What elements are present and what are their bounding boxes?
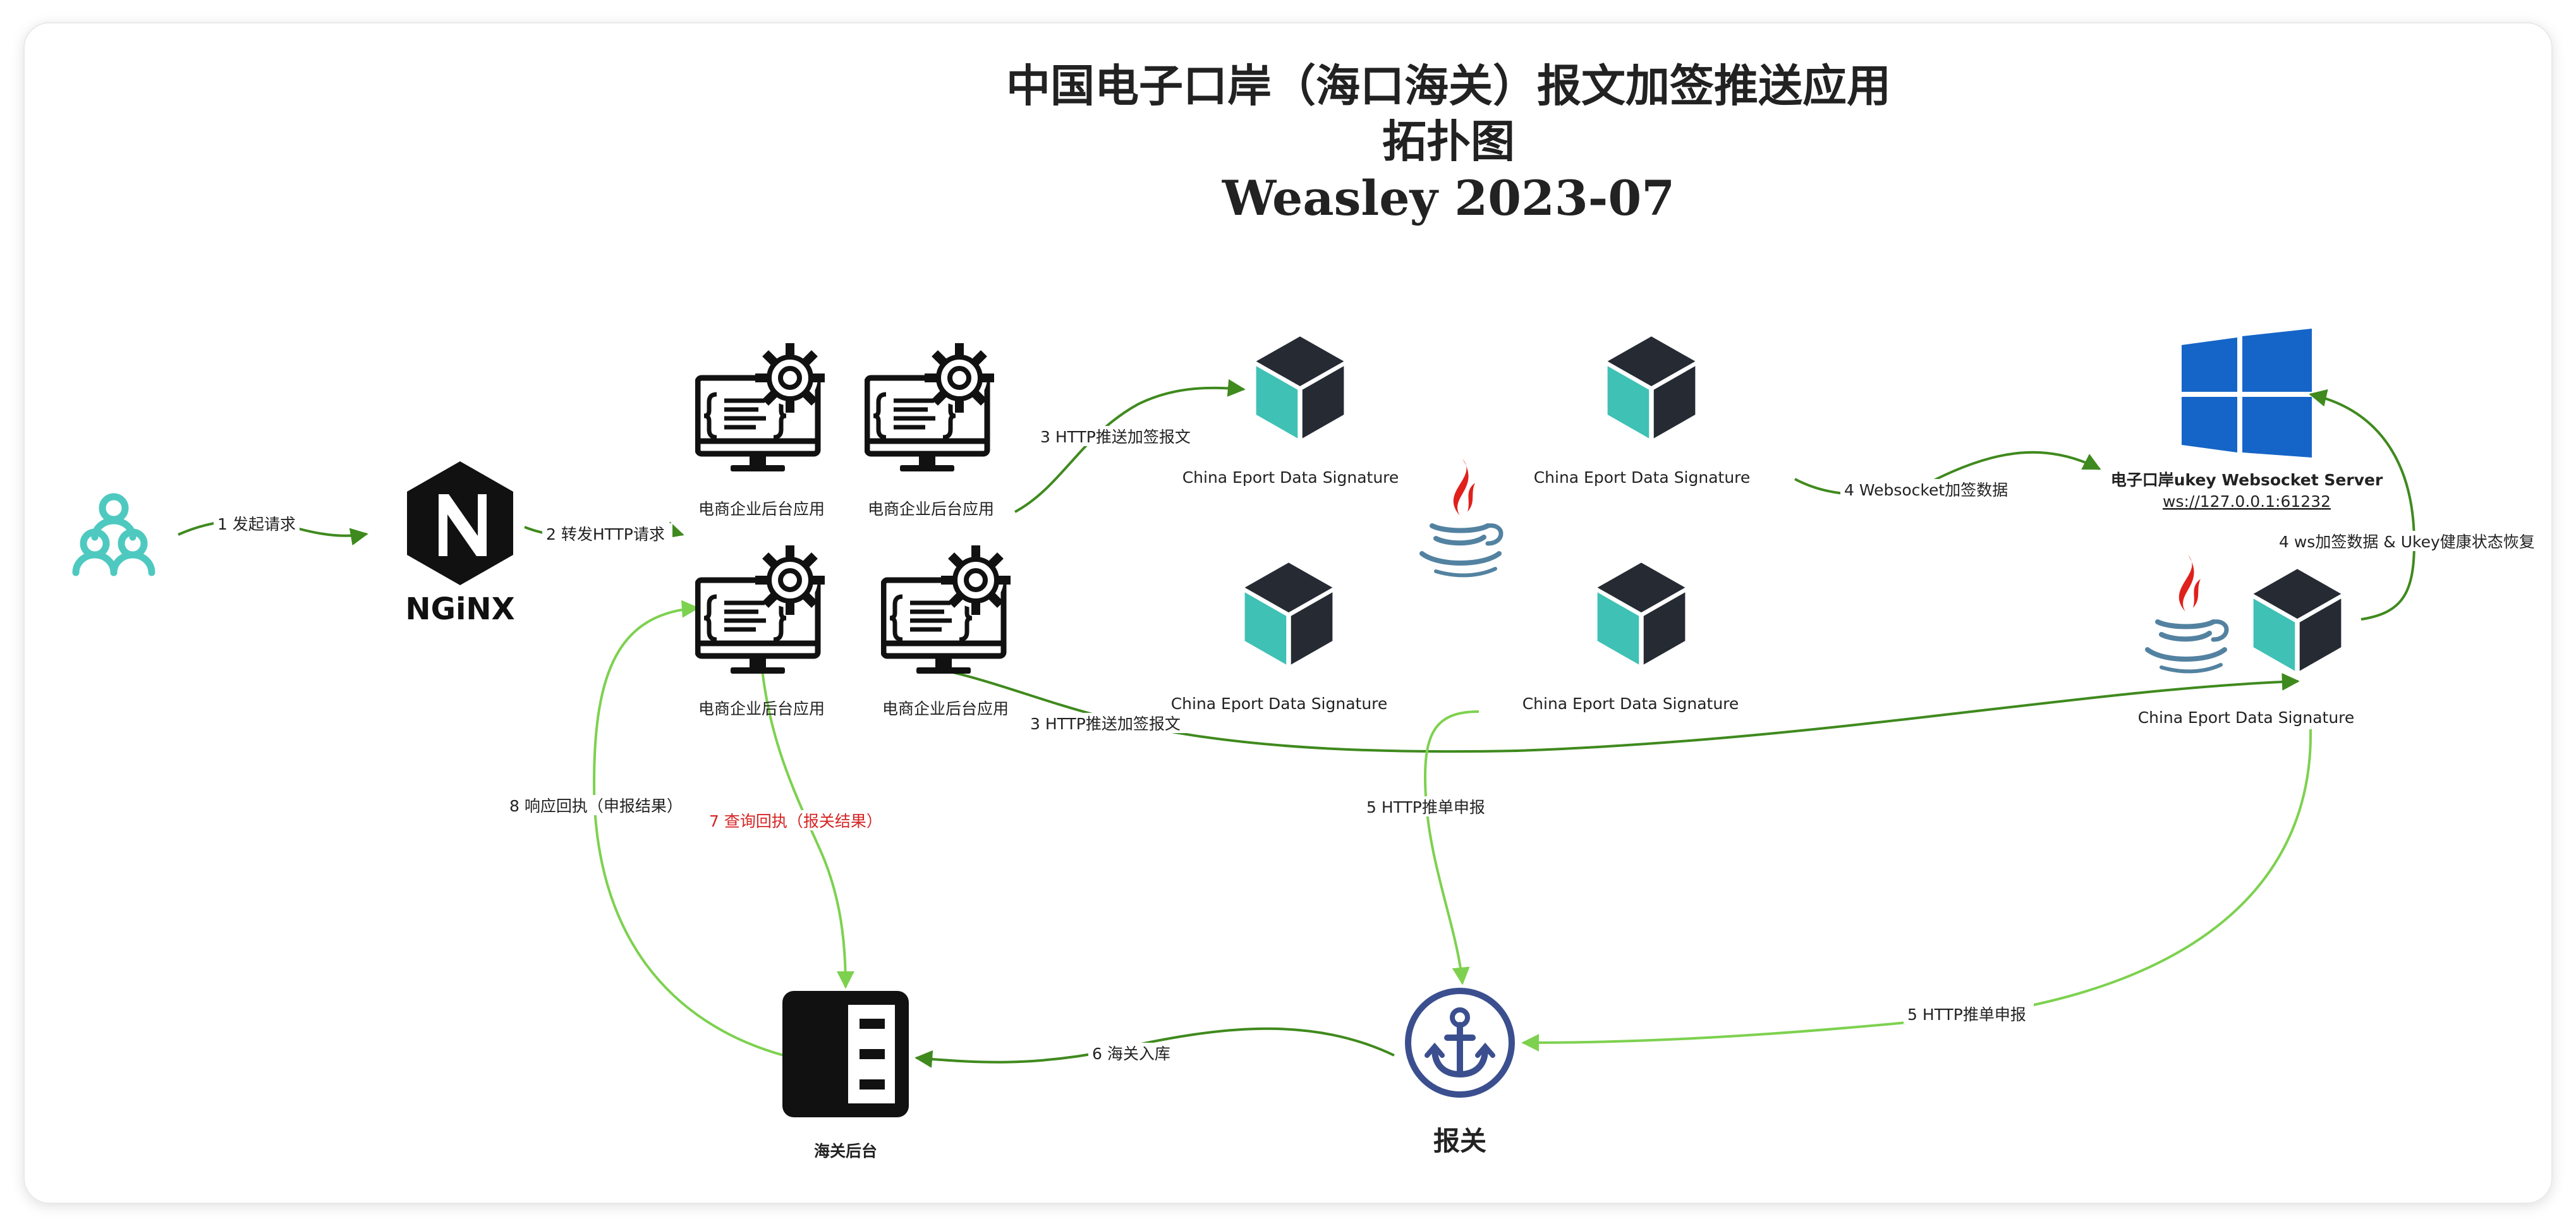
- edge-label-8: 8 响应回执（申报结果）: [509, 797, 683, 815]
- signature-label-top-left: China Eport Data Signature: [1182, 468, 1399, 487]
- svg-text:NGiNX: NGiNX: [405, 592, 514, 627]
- ws-server-node: 电子口岸ukey Websocket Server ws://127.0.0.1…: [2111, 329, 2383, 511]
- app-label-bottom-right: 电商企业后台应用: [882, 700, 1009, 718]
- nginx-logo-icon: NGiNX: [405, 461, 515, 627]
- users-icon: [72, 493, 155, 576]
- app-node-top-left: 电商企业后台应用: [698, 348, 825, 518]
- title-line-2: 拓扑图: [1382, 115, 1515, 167]
- edge-label-5a: 5 HTTP推单申报: [1366, 798, 1485, 816]
- signature-node-top-left: China Eport Data Signature: [1182, 336, 1399, 487]
- edge-3a-push: [1014, 379, 1246, 513]
- edge-label-1: 1 发起请求: [217, 515, 296, 533]
- signature-label-top-right: China Eport Data Signature: [1534, 468, 1751, 487]
- edge-labels: 1 发起请求 2 转发HTTP请求 3 HTTP推送加签报文 3 HTTP推送加…: [214, 426, 2542, 1063]
- anchor-icon: [1405, 988, 1515, 1098]
- signature-label-bottom-left: China Eport Data Signature: [1171, 695, 1388, 713]
- app-label-top-left: 电商企业后台应用: [698, 500, 825, 518]
- app-node-bottom-left: 电商企业后台应用: [698, 550, 825, 718]
- diagram-title: 中国电子口岸（海口海关）报文加签推送应用 拓扑图 Weasley 2023-07: [1006, 59, 1891, 226]
- edge-label-7: 7 查询回执（报关结果）: [709, 812, 882, 830]
- edge-label-3a: 3 HTTP推送加签报文: [1040, 428, 1191, 446]
- signature-label-bottom-right: China Eport Data Signature: [1522, 695, 1739, 713]
- app-node-top-right: 电商企业后台应用: [867, 348, 994, 518]
- declaration-node: 报关: [1405, 988, 1515, 1156]
- database-server-icon: [782, 991, 909, 1117]
- windows-logo-icon: [2182, 329, 2312, 458]
- signature-node-bottom-right: China Eport Data Signature: [1522, 562, 1739, 713]
- edge-7-query: [761, 669, 854, 989]
- edge-label-2: 2 转发HTTP请求: [546, 525, 665, 543]
- app-label-top-right: 电商企业后台应用: [868, 500, 994, 518]
- ws-server-url: ws://127.0.0.1:61232: [2163, 492, 2331, 511]
- signature-label-far-right: China Eport Data Signature: [2138, 708, 2355, 727]
- edge-label-4b: 4 ws加签数据 & Ukey健康状态恢复: [2279, 533, 2535, 551]
- app-label-bottom-left: 电商企业后台应用: [698, 700, 825, 718]
- title-line-3: Weasley 2023-07: [1222, 170, 1675, 226]
- title-line-1: 中国电子口岸（海口海关）报文加签推送应用: [1006, 59, 1891, 112]
- declaration-label: 报关: [1433, 1126, 1486, 1156]
- edge-4b-ws-health: [2309, 389, 2416, 621]
- customs-backend-node: 海关后台: [782, 991, 909, 1160]
- customs-backend-label: 海关后台: [814, 1142, 877, 1160]
- edge-label-4a: 4 Websocket加签数据: [1844, 481, 2008, 499]
- edge-label-5b: 5 HTTP推单申报: [1907, 1005, 2026, 1024]
- ws-server-name: 电子口岸ukey Websocket Server: [2111, 471, 2383, 489]
- app-node-bottom-right: 电商企业后台应用: [882, 550, 1009, 718]
- edge-3b-push: [947, 670, 2300, 753]
- edge-label-6: 6 海关入库: [1092, 1045, 1170, 1063]
- signature-node-bottom-left: China Eport Data Signature: [1171, 562, 1388, 713]
- signature-node-far-right: China Eport Data Signature: [2138, 555, 2355, 727]
- signature-node-top-right: China Eport Data Signature: [1534, 336, 1751, 487]
- edge-label-3b: 3 HTTP推送加签报文: [1030, 715, 1181, 733]
- page-card: [23, 22, 2553, 1204]
